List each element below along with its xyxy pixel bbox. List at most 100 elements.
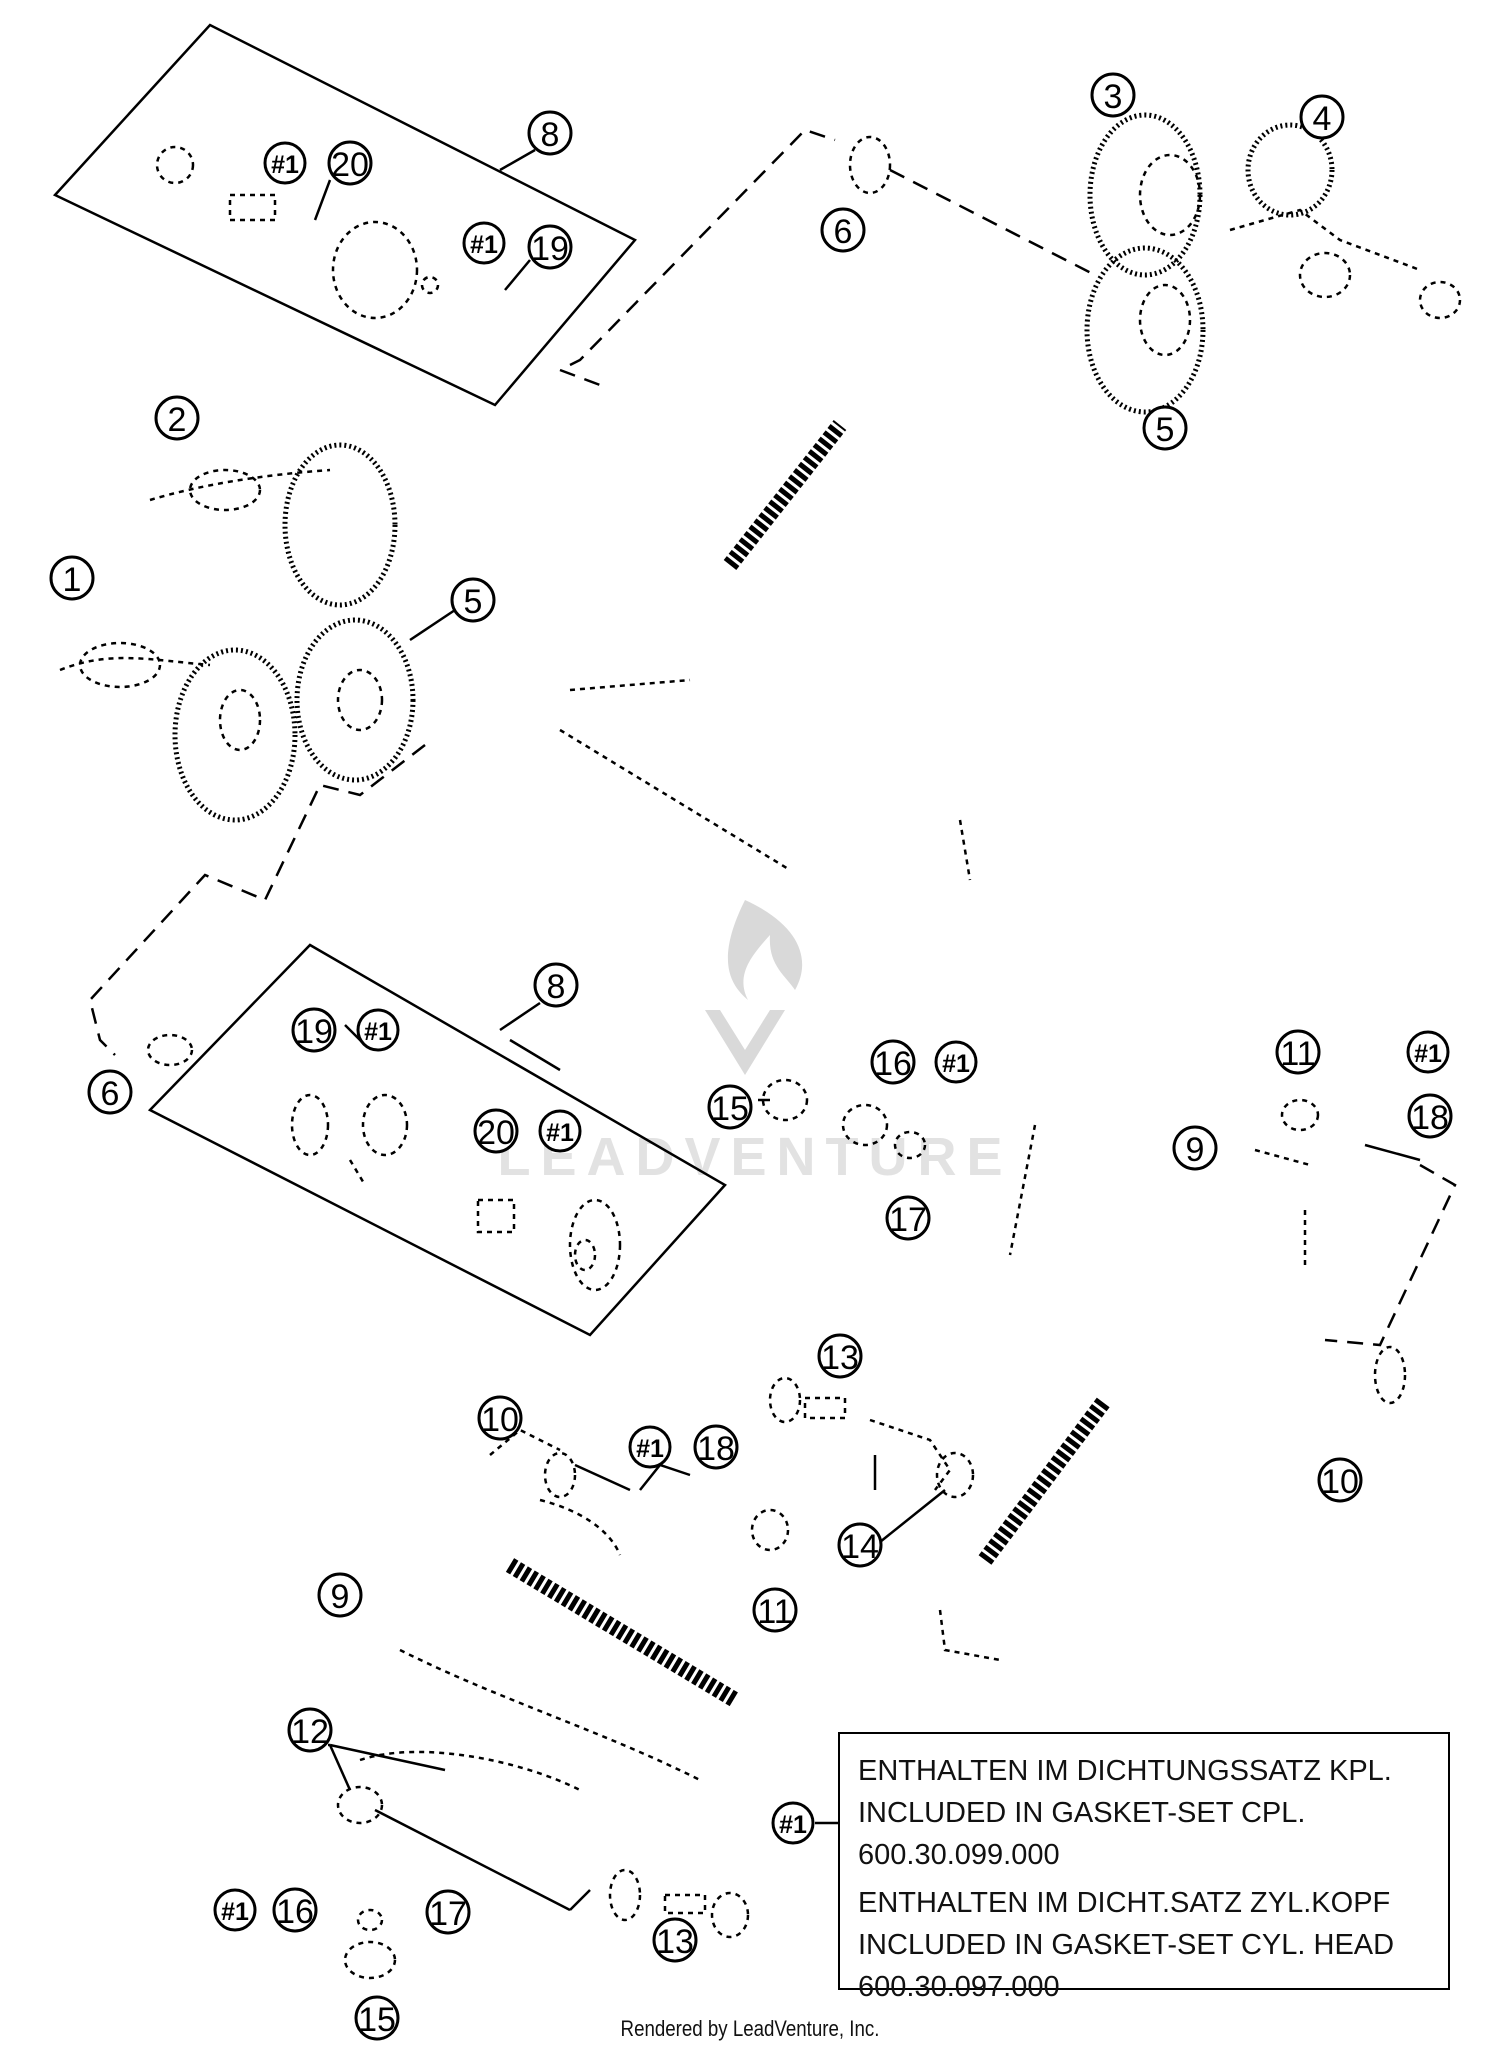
callout-12: 12 <box>287 1707 333 1753</box>
tensioner-parts-right <box>1254 1098 1457 1405</box>
callout-3: 3 <box>1090 72 1136 118</box>
svg-text:10: 10 <box>481 1401 519 1439</box>
svg-text:6: 6 <box>834 213 853 251</box>
callout-6-left: 6 <box>87 1069 133 1115</box>
gasket-ref-callout: #1 <box>263 141 307 185</box>
svg-text:17: 17 <box>429 1895 467 1933</box>
svg-text:14: 14 <box>841 1528 879 1566</box>
svg-text:16: 16 <box>874 1045 912 1083</box>
svg-text:#1: #1 <box>546 1119 574 1147</box>
callout-17-center: 17 <box>885 1195 931 1241</box>
svg-text:17: 17 <box>889 1201 927 1239</box>
callout-1: 1 <box>49 555 95 601</box>
callout-17-bottom: 17 <box>425 1889 471 1935</box>
svg-text:13: 13 <box>821 1339 859 1377</box>
callout-18-right: 18 <box>1407 1093 1453 1139</box>
middle-hardware <box>559 678 972 881</box>
callout-5-left: 5 <box>450 577 496 623</box>
callout-5-top: 5 <box>1142 405 1188 451</box>
svg-text:8: 8 <box>541 116 560 154</box>
tensioner-rail-left <box>328 1428 750 1980</box>
svg-text:15: 15 <box>358 2001 396 2039</box>
callout-9-left: 9 <box>317 1572 363 1618</box>
svg-text:#1: #1 <box>942 1050 970 1078</box>
callout-11-bottom: 11 <box>752 1587 798 1633</box>
timing-chain-upper <box>723 420 847 570</box>
svg-text:2: 2 <box>168 401 187 439</box>
camshaft-assembly-left <box>59 442 426 1067</box>
callout-16-center: 16 <box>870 1039 916 1085</box>
footer-credit: Rendered by LeadVenture, Inc. <box>620 2016 880 2041</box>
guide-rail-assembly <box>750 1376 1112 1662</box>
svg-text:11: 11 <box>1280 1035 1315 1073</box>
svg-text:19: 19 <box>295 1013 333 1051</box>
svg-text:6: 6 <box>101 1075 120 1113</box>
legend-line-2: INCLUDED IN GASKET-SET CPL. <box>858 1797 1306 1829</box>
svg-text:1: 1 <box>63 561 82 599</box>
legend-box: ENTHALTEN IM DICHTUNGSSATZ KPL. INCLUDED… <box>838 1732 1450 2003</box>
callout-19-bottom: 19 <box>291 1007 337 1053</box>
svg-text:#1: #1 <box>364 1018 392 1046</box>
svg-text:#1: #1 <box>636 1435 664 1463</box>
svg-text:#1: #1 <box>271 151 299 179</box>
callout-8-bottom: 8 <box>533 962 579 1008</box>
callout-2: 2 <box>154 395 200 441</box>
legend-line-6: 600.30.097.000 <box>858 1971 1060 2003</box>
leader-line <box>499 1001 541 1032</box>
callout-18-left: 18 <box>693 1424 739 1470</box>
gasket-ref-callout: #1 <box>462 221 506 265</box>
callout-13-lower: 13 <box>652 1917 698 1963</box>
gasket-plate-top <box>52 23 637 407</box>
svg-text:13: 13 <box>656 1923 694 1961</box>
gasket-ref-callout: #1 <box>934 1040 978 1084</box>
callout-10-right: 10 <box>1317 1457 1363 1503</box>
gasket-ref-callout: #1 <box>538 1109 582 1153</box>
callout-10-left: 10 <box>477 1395 523 1441</box>
gear-cluster-top-right <box>559 112 1462 415</box>
svg-text:18: 18 <box>1411 1099 1449 1137</box>
legend-line-3: 600.30.099.000 <box>858 1839 1060 1871</box>
gasket-ref-callout: #1 <box>213 1888 257 1932</box>
callout-20-bottom: 20 <box>473 1108 519 1154</box>
svg-text:#1: #1 <box>221 1898 249 1926</box>
legend-line-4: ENTHALTEN IM DICHT.SATZ ZYL.KOPF <box>858 1887 1391 1919</box>
tensioner-parts-center <box>758 1078 1037 1256</box>
svg-text:4: 4 <box>1313 100 1332 138</box>
gasket-ref-callout: #1 <box>356 1008 400 1052</box>
svg-text:#1: #1 <box>470 231 498 259</box>
svg-text:16: 16 <box>276 1893 314 1931</box>
svg-text:5: 5 <box>464 583 483 621</box>
svg-text:19: 19 <box>531 230 569 268</box>
callout-20-top: 20 <box>327 140 373 186</box>
svg-text:12: 12 <box>291 1713 329 1751</box>
svg-text:9: 9 <box>1186 1131 1205 1169</box>
svg-text:8: 8 <box>547 968 566 1006</box>
svg-text:18: 18 <box>697 1430 735 1468</box>
svg-text:11: 11 <box>757 1593 792 1631</box>
callout-13-upper: 13 <box>817 1333 863 1379</box>
callout-16-bottom: 16 <box>272 1887 318 1933</box>
callout-6-top: 6 <box>820 207 866 253</box>
legend-line-1: ENTHALTEN IM DICHTUNGSSATZ KPL. <box>858 1755 1392 1787</box>
callout-8-top: 8 <box>527 110 573 156</box>
callout-4: 4 <box>1299 94 1345 140</box>
svg-text:3: 3 <box>1104 78 1123 116</box>
callout-15-center: 15 <box>707 1084 753 1130</box>
svg-text:15: 15 <box>711 1090 749 1128</box>
legend-line-5: INCLUDED IN GASKET-SET CYL. HEAD <box>858 1929 1395 1961</box>
callout-14: 14 <box>837 1522 883 1568</box>
callout-9-right: 9 <box>1172 1125 1218 1171</box>
svg-text:20: 20 <box>331 146 369 184</box>
callout-11-right: 11 <box>1275 1029 1321 1075</box>
svg-text:5: 5 <box>1156 411 1175 449</box>
callout-19-top: 19 <box>527 224 573 270</box>
gasket-ref-callout: #1 <box>628 1425 672 1469</box>
gasket-ref-callout: #1 <box>1406 1030 1450 1074</box>
svg-text:#1: #1 <box>779 1811 807 1839</box>
svg-text:9: 9 <box>331 1578 350 1616</box>
gasket-ref-callout: #1 <box>771 1801 815 1845</box>
leader-line <box>499 148 536 172</box>
svg-text:20: 20 <box>477 1114 515 1152</box>
svg-text:#1: #1 <box>1414 1040 1442 1068</box>
